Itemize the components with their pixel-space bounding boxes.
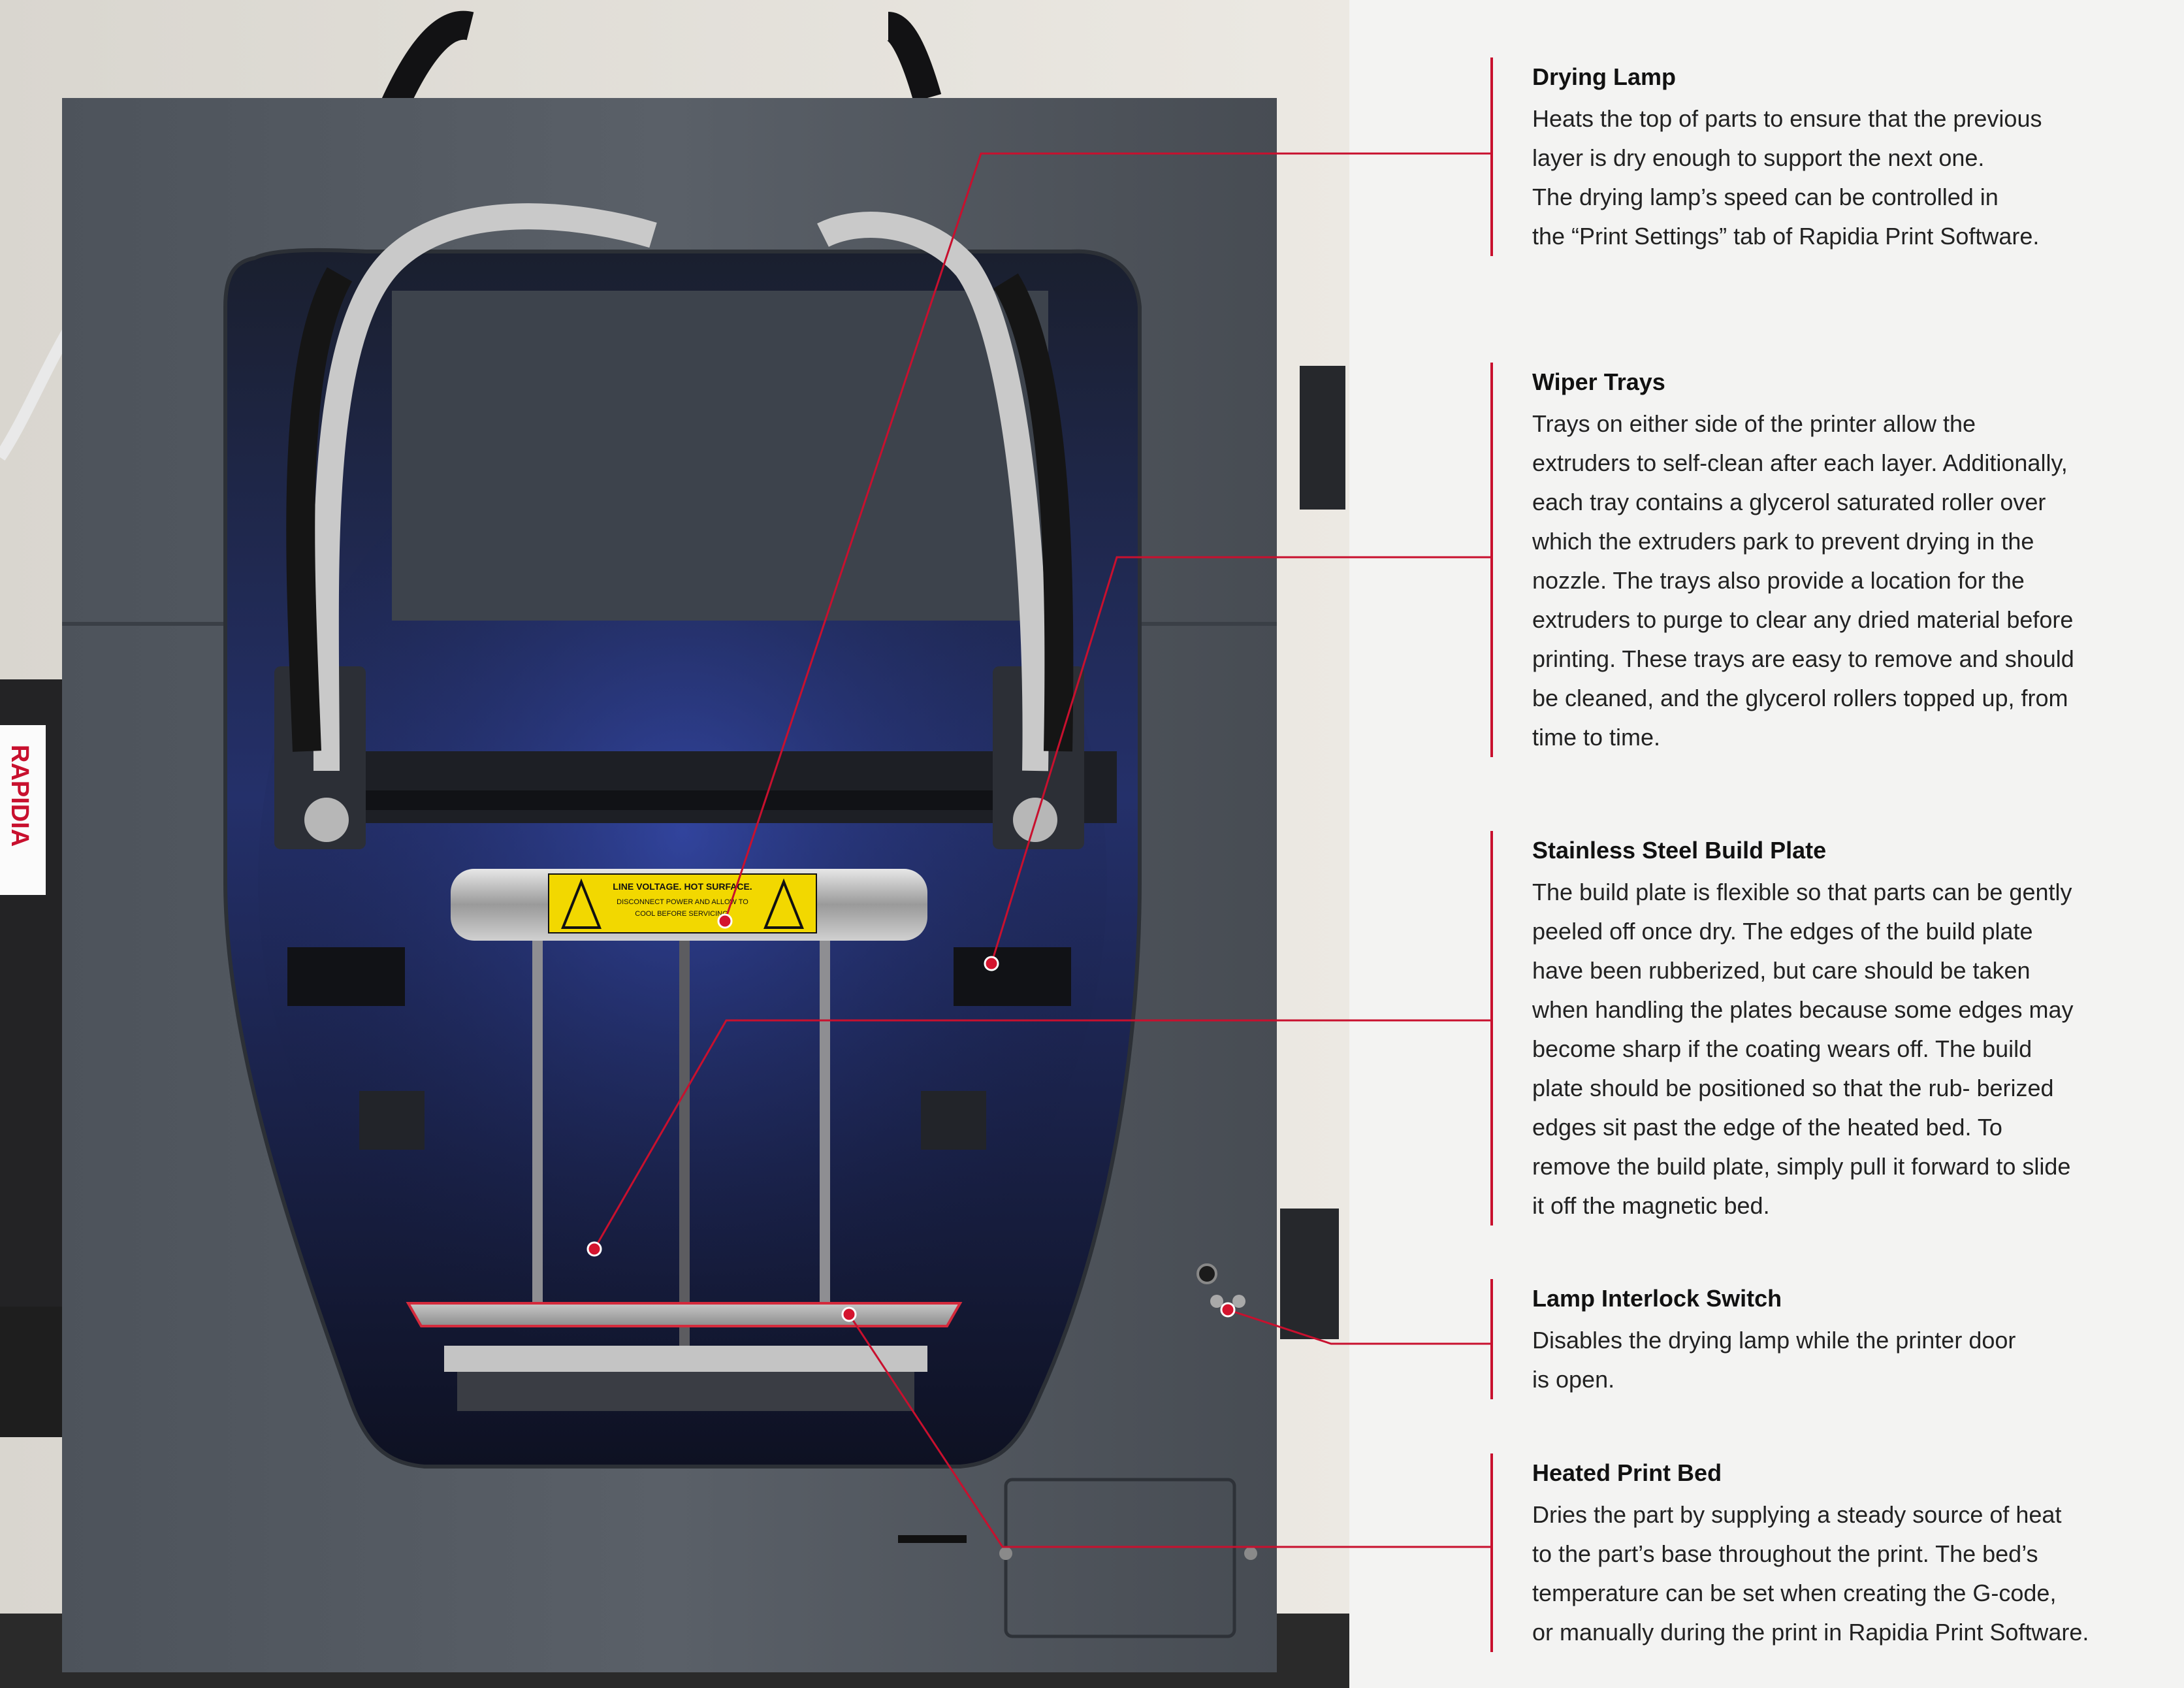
callout-line: be cleaned, and the glycerol rollers top… [1532, 685, 2068, 711]
callout-line: Trays on either side of the printer allo… [1532, 410, 1976, 437]
callout-line: when handling the plates because some ed… [1532, 996, 2074, 1023]
callout-line: nozzle. The trays also provide a locatio… [1532, 567, 2025, 594]
side-label: RAPIDIA [6, 745, 33, 847]
nozzle-right [1013, 798, 1057, 842]
driver-board-right [921, 1091, 986, 1150]
canister-label [0, 725, 46, 895]
callout-line: peeled off once dry. The edges of the bu… [1532, 918, 2033, 945]
callout-line: or manually during the print in Rapidia … [1532, 1619, 2089, 1646]
callout-line: each tray contains a glycerol saturated … [1532, 489, 2046, 515]
callout-line: printing. These trays are easy to remove… [1532, 645, 2074, 672]
bed-carriage [457, 1372, 914, 1411]
callout-line: The build plate is flexible so that part… [1532, 879, 2072, 905]
callout-build-plate: Stainless Steel Build Plate The build pl… [1490, 831, 2184, 1225]
back-panel-top [392, 291, 1048, 621]
callout-title: Stainless Steel Build Plate [1532, 837, 1827, 864]
callout-line: time to time. [1532, 724, 1661, 751]
callout-title: Lamp Interlock Switch [1532, 1285, 1782, 1312]
callout-title: Heated Print Bed [1532, 1459, 1722, 1486]
callout-line: have been rubberized, but care should be… [1532, 957, 2031, 984]
z-leadscrew [679, 941, 690, 1346]
callout-drying-lamp: Drying Lamp Heats the top of parts to en… [1490, 57, 2184, 256]
driver-board-left [359, 1091, 425, 1150]
callout-line: remove the build plate, simply pull it f… [1532, 1153, 2071, 1180]
callout-line: Dries the part by supplying a steady sou… [1532, 1501, 2062, 1528]
x-gantry [274, 751, 1117, 823]
interlock-switch [1196, 1263, 1217, 1284]
callout-line: Heats the top of parts to ensure that th… [1532, 105, 2042, 132]
strap-right [885, 12, 942, 103]
z-rod-right [820, 941, 830, 1320]
printer-photo: RAPIDIA LINE VOLTAGE. HOT SURFACE. DISCO… [0, 0, 1349, 1688]
belt [366, 790, 1019, 810]
callout-heated-bed: Heated Print Bed Dries the part by suppl… [1490, 1453, 2184, 1652]
strap-left [378, 10, 474, 117]
callout-line: to the part’s base throughout the print.… [1532, 1540, 2038, 1567]
warning-title: LINE VOLTAGE. HOT SURFACE. [613, 881, 752, 892]
callout-line: extruders to purge to clear any dried ma… [1532, 606, 2074, 633]
warning-line3: COOL BEFORE SERVICING. [635, 910, 730, 918]
callout-line: temperature can be set when creating the… [1532, 1580, 2057, 1606]
callout-title: Drying Lamp [1532, 63, 1677, 90]
build-plate [406, 1302, 963, 1327]
interlock-screw-a [1210, 1295, 1223, 1308]
callout-line: which the extruders park to prevent dryi… [1532, 528, 2034, 555]
right-bracket-bottom [1280, 1209, 1339, 1339]
screw-left [999, 1547, 1012, 1560]
callout-title: Wiper Trays [1532, 368, 1665, 395]
callout-wiper-trays: Wiper Trays Trays on either side of the … [1490, 363, 2184, 757]
hose-left [312, 203, 657, 771]
right-bracket-top [1300, 366, 1345, 510]
z-rod-left [532, 941, 543, 1320]
callout-line: the “Print Settings” tab of Rapidia Prin… [1532, 223, 2040, 250]
nozzle-left [304, 798, 349, 842]
wiper-tray-right [954, 947, 1071, 1006]
callout-line: plate should be positioned so that the r… [1532, 1075, 2054, 1101]
callout-line: become sharp if the coating wears off. T… [1532, 1035, 2032, 1062]
front-slot [898, 1535, 967, 1543]
wiper-tray-left [287, 947, 405, 1006]
callout-line: is open. [1532, 1366, 1615, 1393]
callout-line: extruders to self-clean after each layer… [1532, 449, 2068, 476]
interlock-screw-b [1232, 1295, 1245, 1308]
callout-line: edges sit past the edge of the heated be… [1532, 1114, 2002, 1141]
callout-line: layer is dry enough to support the next … [1532, 144, 1985, 171]
tray-stack [0, 1307, 65, 1437]
heated-bed [444, 1346, 927, 1372]
warning-triangle-left [561, 878, 602, 929]
cable-left [286, 267, 353, 752]
callout-line: The drying lamp’s speed can be controlle… [1532, 184, 1999, 210]
callout-interlock-switch: Lamp Interlock Switch Disables the dryin… [1490, 1279, 2184, 1399]
warning-line2: DISCONNECT POWER AND ALLOW TO [617, 898, 748, 906]
callout-line: it off the magnetic bed. [1532, 1192, 1770, 1219]
screw-right [1244, 1547, 1257, 1560]
callout-line: Disables the drying lamp while the print… [1532, 1327, 2016, 1354]
